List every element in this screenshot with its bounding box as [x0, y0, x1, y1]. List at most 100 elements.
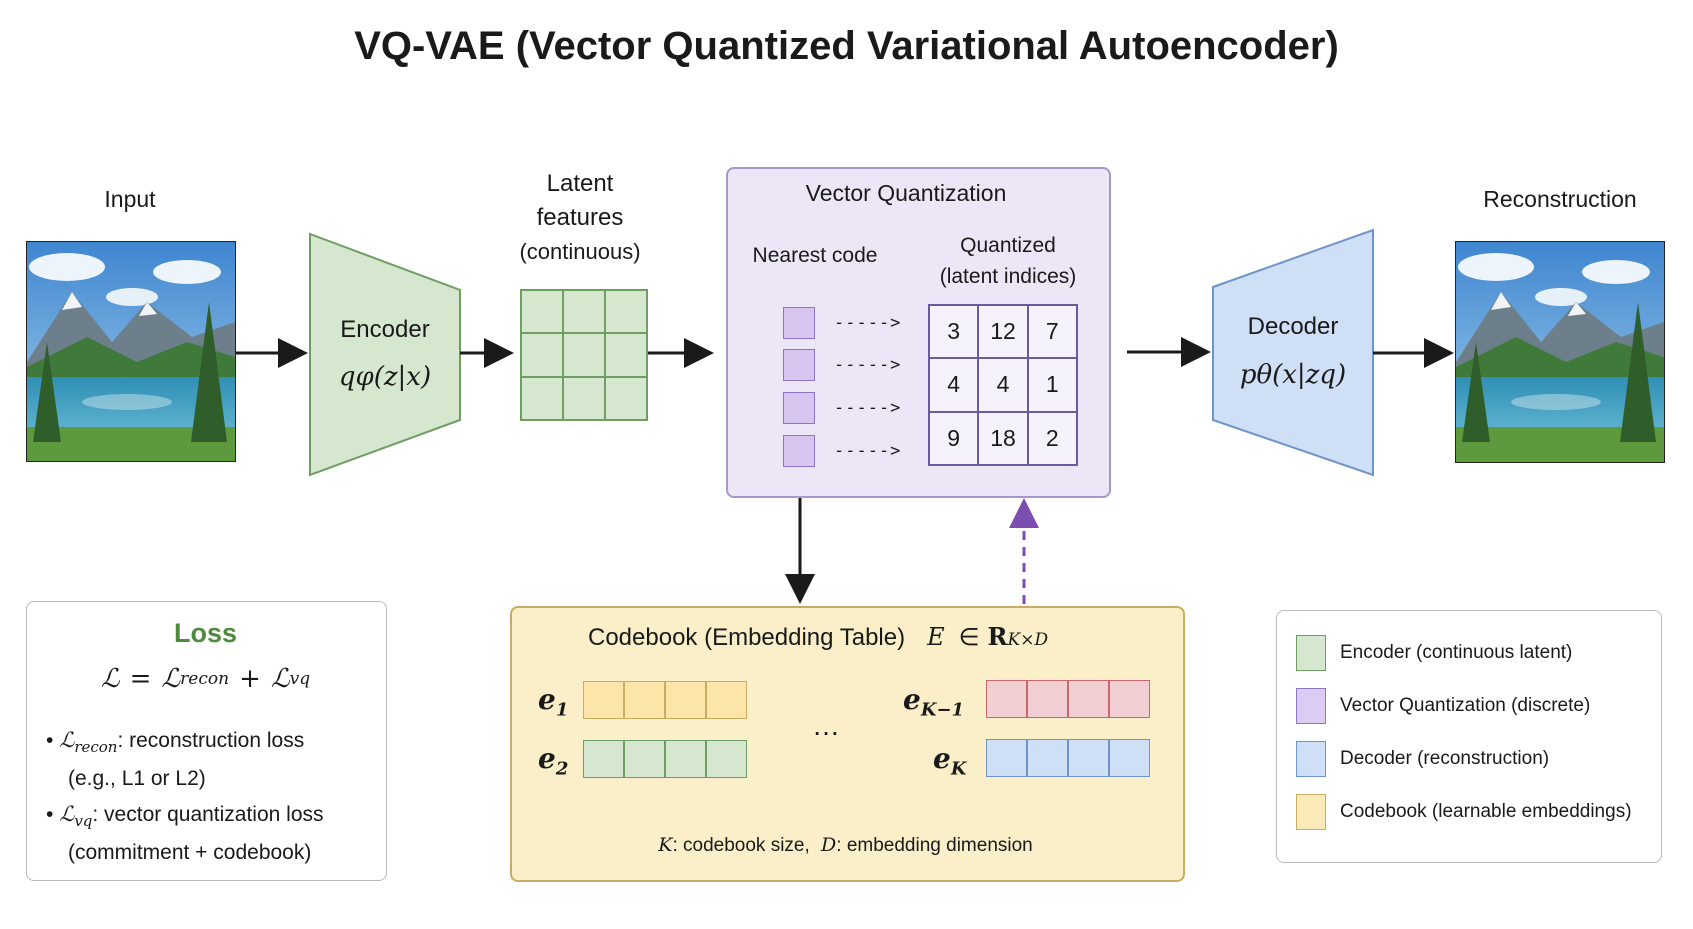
codebook-e2-label: e2	[538, 742, 568, 780]
latent-cell	[605, 333, 647, 377]
vector-cell	[706, 681, 747, 719]
vq-dashed-arrow: ----->	[834, 355, 902, 375]
vq-code-square	[783, 435, 815, 467]
ek-sub: K	[950, 758, 967, 780]
codebook-formula-e: E	[927, 623, 945, 651]
input-label: Input	[104, 186, 156, 212]
codebook-title-text: Codebook (Embedding Table)	[588, 624, 906, 651]
quantized-cell: 4	[978, 358, 1028, 412]
latent-label-line3: (continuous)	[519, 239, 641, 264]
encoder-label: Encoder	[340, 316, 430, 343]
quantized-cell: 1	[1027, 358, 1077, 412]
vector-cell	[986, 680, 1027, 718]
vector-cell	[706, 740, 747, 778]
loss-bullet-recon: • ℒrecon: reconstruction loss (e.g., L1 …	[46, 724, 376, 795]
codebook-vector-e2	[583, 740, 747, 778]
vq-quantized-label: Quantized (latent indices)	[920, 230, 1096, 292]
codebook-ellipsis: …	[812, 710, 840, 741]
footer-d-text: : embedding dimension	[836, 835, 1033, 856]
legend-item-codebook: Codebook (learnable embeddings)	[1296, 792, 1661, 832]
vector-cell	[1027, 680, 1068, 718]
vq-dashed-arrow: ----->	[834, 441, 902, 461]
decoder-label: Decoder	[1247, 313, 1339, 340]
vector-cell	[1027, 739, 1068, 777]
legend-swatch-codebook	[1296, 794, 1326, 830]
legend-swatch-vq	[1296, 688, 1326, 724]
e2-letter: e	[538, 742, 556, 775]
input-image	[26, 241, 236, 462]
reconstruction-image	[1455, 241, 1665, 463]
vq-quantized-line2: (latent indices)	[939, 265, 1077, 288]
quantized-cell: 3	[929, 305, 979, 359]
encoder-formula: qφ(z|x)	[338, 362, 432, 392]
e1-sub: 1	[555, 699, 569, 721]
codebook-formula-exp: K×D	[1007, 630, 1049, 650]
vector-cell	[583, 681, 624, 719]
loss-eq-equals: =	[129, 664, 152, 694]
loss-box	[26, 601, 387, 881]
bullet-vq-l: ℒ	[59, 802, 75, 826]
page-title: VQ-VAE (Vector Quantized Variational Aut…	[354, 24, 1339, 68]
loss-bullet-vq: • ℒvq: vector quantization loss (commitm…	[46, 798, 386, 869]
bullet-vq-detail: (commitment + codebook)	[68, 841, 312, 865]
legend-label-codebook: Codebook (learnable embeddings)	[1340, 801, 1632, 822]
latent-cell	[605, 290, 647, 334]
legend-label-decoder: Decoder (reconstruction)	[1340, 748, 1550, 769]
reconstruction-label: Reconstruction	[1483, 186, 1637, 212]
vq-nearest-label: Nearest code	[752, 244, 878, 267]
loss-eq-l-recon: ℒ	[161, 664, 181, 694]
vq-title: Vector Quantization	[805, 180, 1007, 206]
latent-cell	[521, 290, 563, 334]
vector-cell	[665, 740, 706, 778]
loss-eq-l: ℒ	[100, 664, 120, 694]
loss-eq-sub-vq: vq	[289, 669, 311, 689]
vector-cell	[624, 681, 665, 719]
decoder-formula: pθ(x|zq)	[1239, 360, 1347, 390]
encoder-shape	[309, 232, 461, 477]
latent-cell	[563, 290, 605, 334]
bullet-vq-sub: vq	[74, 812, 93, 831]
vector-cell	[986, 739, 1027, 777]
latent-label-line2: features	[536, 204, 624, 231]
codebook-formula-in: ∈	[958, 624, 980, 651]
loss-title: Loss	[173, 618, 238, 648]
legend-item-decoder: Decoder (reconstruction)	[1296, 739, 1661, 779]
ek1-sub: K−1	[920, 699, 965, 721]
legend-box: Encoder (continuous latent) Vector Quant…	[1276, 610, 1662, 863]
quantized-cell: 18	[978, 411, 1028, 465]
legend-item-vq: Vector Quantization (discrete)	[1296, 686, 1661, 726]
bullet-recon-sub: recon	[74, 738, 118, 757]
vq-quantized-line1: Quantized	[960, 234, 1056, 257]
legend-item-encoder: Encoder (continuous latent)	[1296, 633, 1661, 673]
codebook-footer: K: codebook size, D: embedding dimension	[510, 834, 1181, 857]
vq-code-square	[783, 349, 815, 381]
e1-letter: e	[538, 683, 556, 716]
quantized-grid: 3 12 7 4 4 1 9 18 2	[928, 304, 1078, 466]
vq-code-square	[783, 307, 815, 339]
quantized-cell: 12	[978, 305, 1028, 359]
vector-cell	[665, 681, 706, 719]
quantized-cell: 9	[929, 411, 979, 465]
vector-cell	[583, 740, 624, 778]
loss-eq-sub-recon: recon	[180, 669, 230, 689]
quantized-cell: 4	[929, 358, 979, 412]
codebook-ek1-label: eK−1	[903, 683, 964, 721]
vq-code-square	[783, 392, 815, 424]
legend-swatch-decoder	[1296, 741, 1326, 777]
legend-label-vq: Vector Quantization (discrete)	[1340, 695, 1591, 716]
latent-cell	[521, 333, 563, 377]
bullet-recon-detail: (e.g., L1 or L2)	[68, 767, 206, 791]
latent-cell	[605, 376, 647, 420]
latent-label-line1: Latent	[546, 170, 614, 197]
vector-cell	[1109, 739, 1150, 777]
legend-swatch-encoder	[1296, 635, 1326, 671]
ek-letter: e	[933, 742, 951, 775]
latent-cell	[563, 376, 605, 420]
codebook-title: Codebook (Embedding Table) E ∈ R K×D	[588, 622, 1048, 652]
codebook-e1-label: e1	[538, 683, 568, 721]
footer-k: K	[658, 834, 673, 856]
latent-cell	[521, 376, 563, 420]
legend-list: Encoder (continuous latent) Vector Quant…	[1277, 611, 1661, 832]
